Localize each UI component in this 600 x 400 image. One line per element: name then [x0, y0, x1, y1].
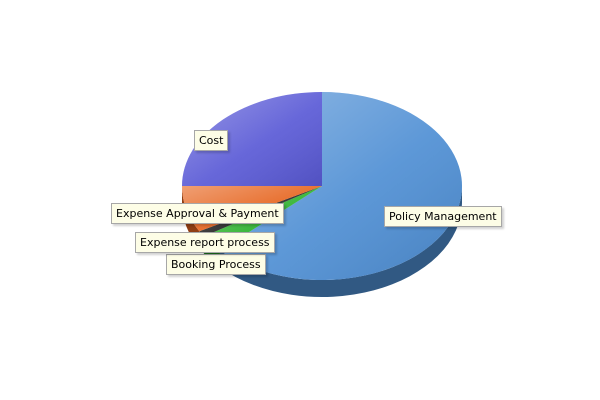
slice-side-policy-management — [219, 186, 462, 297]
slice-label-policy-management: Policy Management — [384, 206, 502, 227]
slice-label-booking-process: Booking Process — [166, 254, 266, 275]
slice-gloss-cost — [182, 92, 322, 186]
slice-label-expense-approval-payment: Expense Approval & Payment — [111, 203, 284, 224]
slice-label-cost: Cost — [194, 130, 229, 151]
slice-gloss-policy-management — [219, 92, 462, 280]
slice-label-expense-report-process: Expense report process — [135, 232, 275, 253]
